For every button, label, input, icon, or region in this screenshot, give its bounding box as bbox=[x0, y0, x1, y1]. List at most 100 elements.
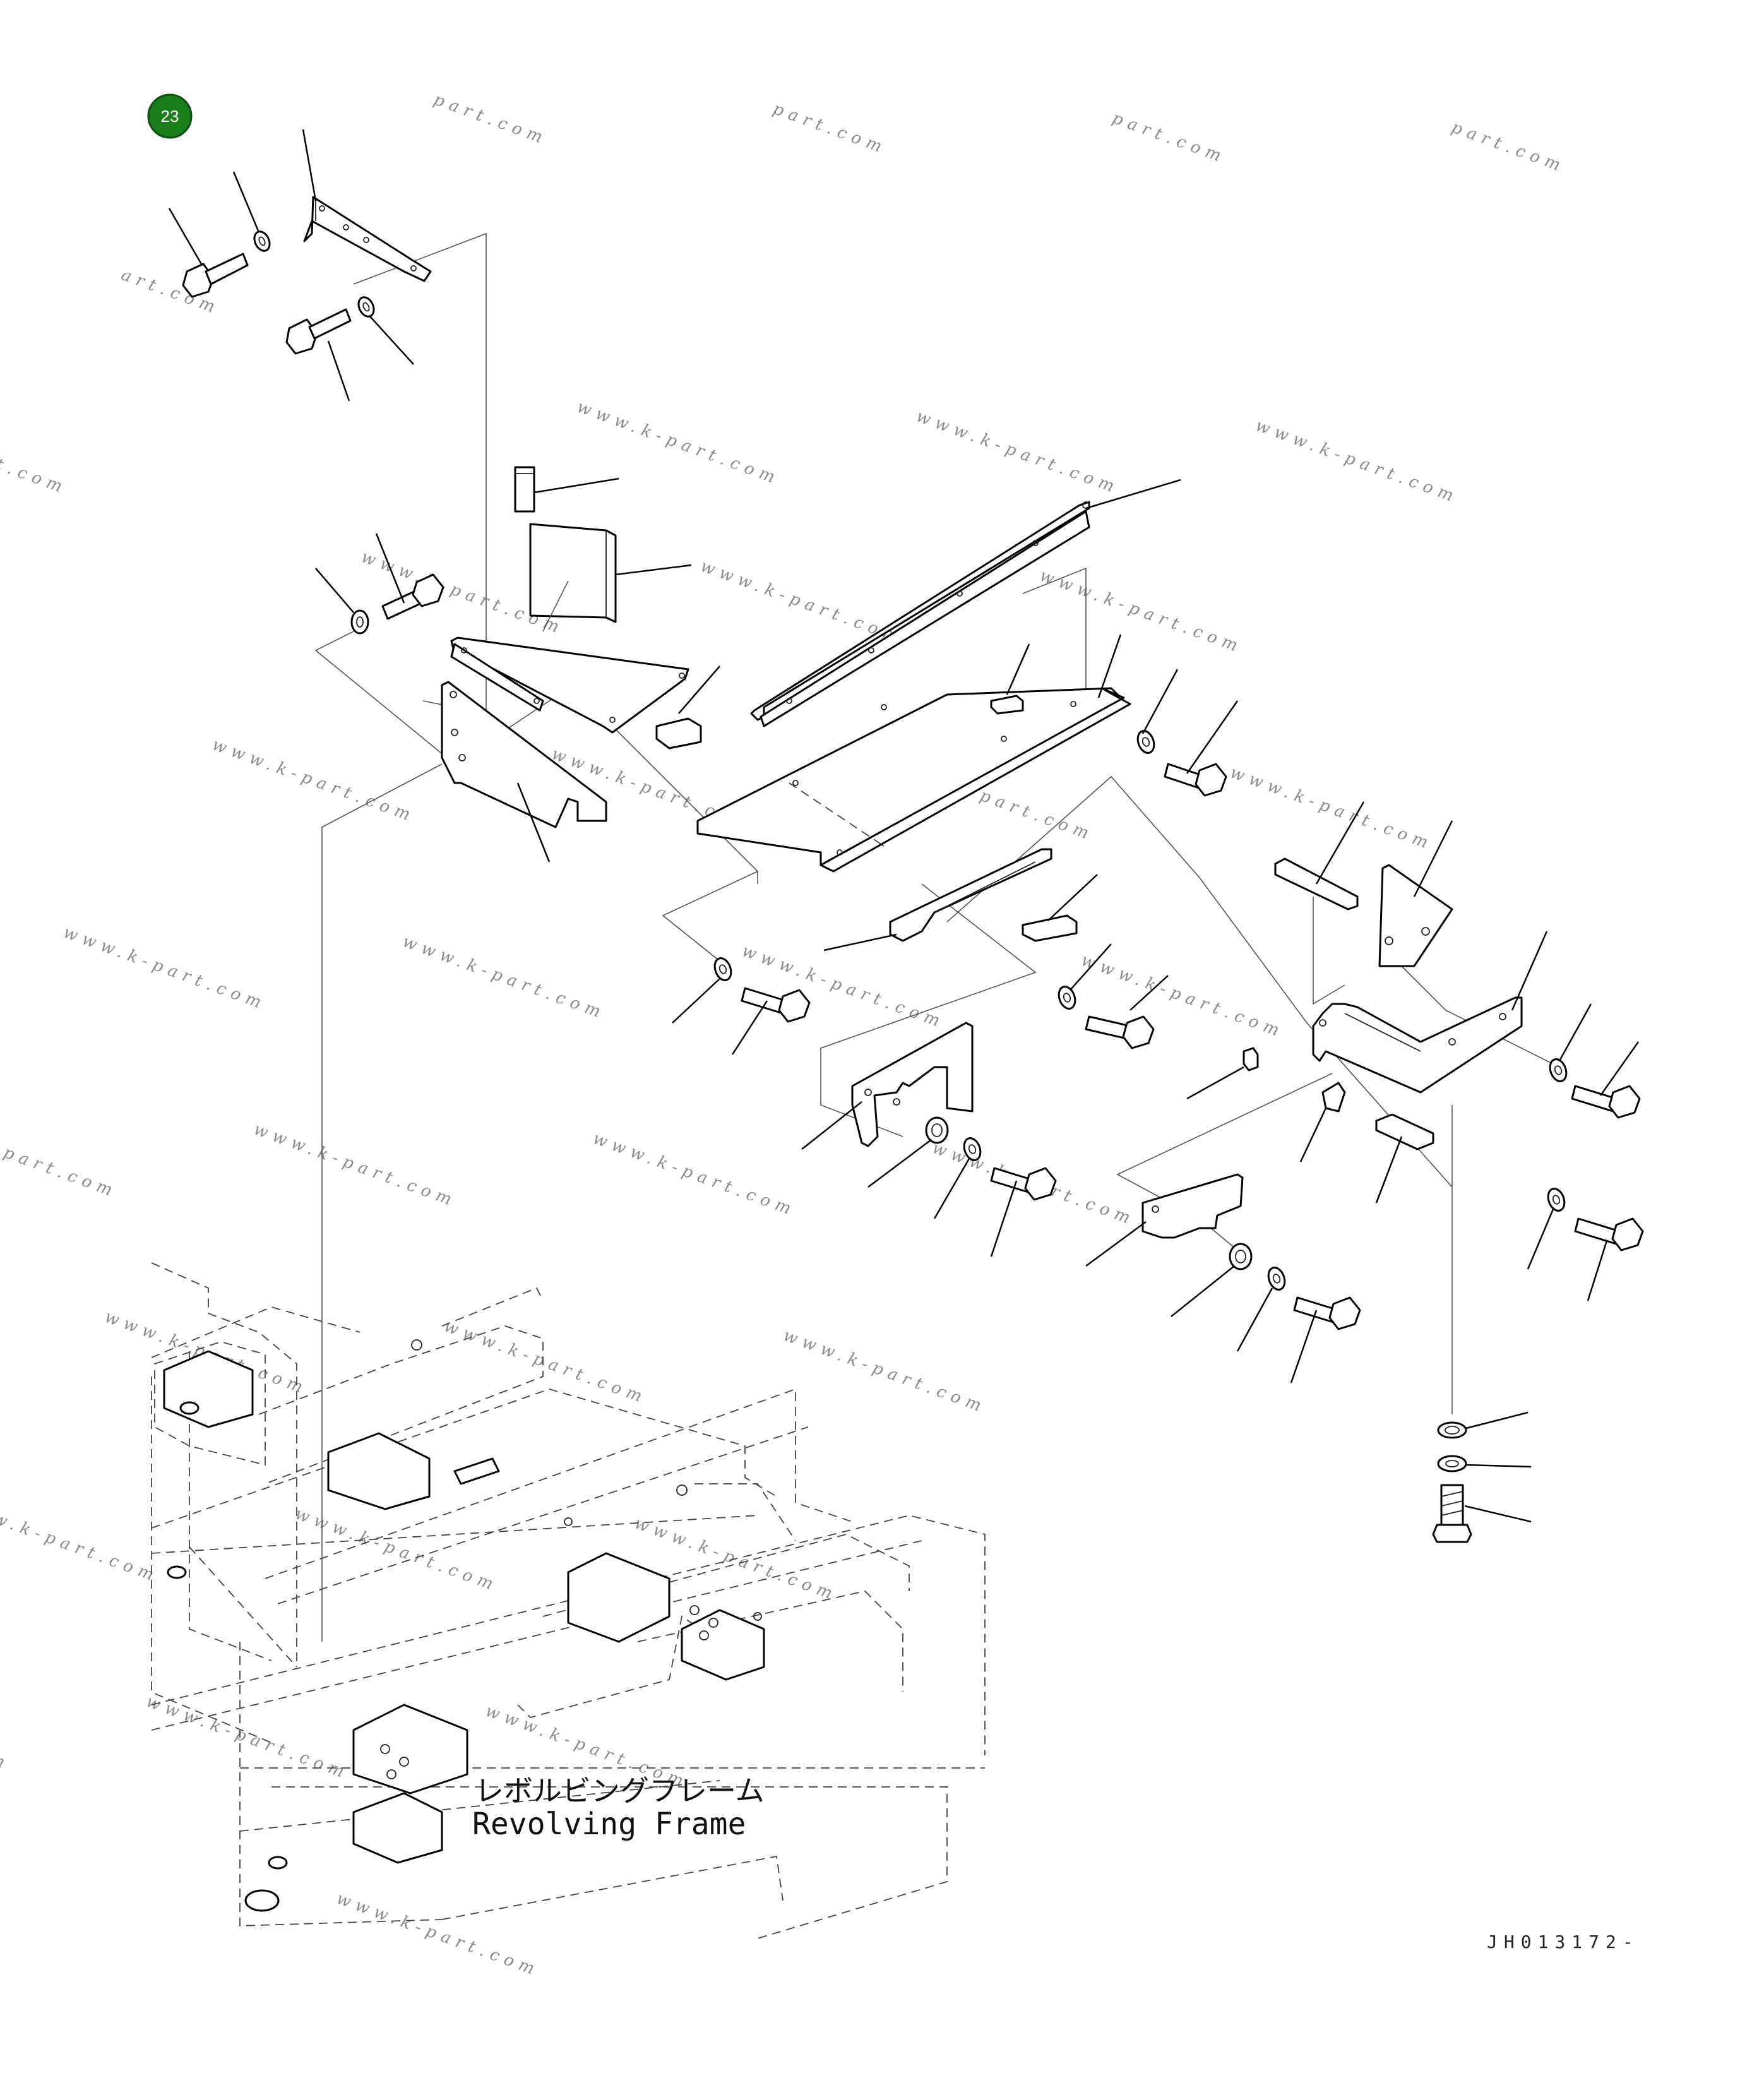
watermark: part.com bbox=[1110, 109, 1229, 167]
leader-line bbox=[1141, 669, 1179, 734]
leader-line bbox=[1186, 1066, 1244, 1100]
frame-label-japanese: レボルビングフレーム bbox=[475, 1774, 765, 1808]
leader-line bbox=[369, 315, 414, 365]
watermark: www.k-part.com bbox=[1037, 566, 1246, 657]
bolt-9[interactable] bbox=[1574, 1217, 1644, 1251]
washer-9[interactable] bbox=[1546, 1186, 1568, 1213]
leader-line bbox=[933, 1158, 970, 1219]
rubber-block-mid[interactable] bbox=[1022, 914, 1078, 942]
watermark-layer: part.com part.com part.com part.com www.… bbox=[0, 90, 1568, 1981]
leader-line bbox=[327, 340, 350, 402]
leader-line bbox=[823, 933, 897, 952]
cover-plate-lower-right[interactable] bbox=[1141, 1173, 1244, 1239]
watermark: www.k-part.com bbox=[0, 1495, 162, 1587]
callout-badge-circle bbox=[147, 93, 193, 139]
leader-line bbox=[1171, 1265, 1235, 1317]
watermark: www.k-part.com bbox=[251, 1120, 460, 1212]
leader-line bbox=[302, 129, 317, 201]
leader-line bbox=[168, 208, 203, 266]
angle-bracket-small[interactable] bbox=[1378, 864, 1453, 967]
bolt-1[interactable] bbox=[182, 253, 249, 298]
clip-small[interactable] bbox=[1243, 1047, 1259, 1072]
rubber-pad-large[interactable] bbox=[529, 523, 617, 623]
cross-bracket-right[interactable] bbox=[1312, 996, 1523, 1094]
watermark: part.com bbox=[1449, 118, 1568, 177]
wedge-right[interactable] bbox=[1321, 1082, 1346, 1113]
bolt-3[interactable] bbox=[381, 573, 444, 620]
leader-line bbox=[1599, 1041, 1640, 1096]
bolt-2[interactable] bbox=[285, 308, 352, 355]
assembly-guide-lines bbox=[314, 232, 1560, 1642]
leader-line bbox=[678, 666, 720, 714]
leader-line bbox=[1413, 820, 1453, 897]
watermark: www.k-part.com bbox=[334, 1889, 542, 1981]
leader-line bbox=[1236, 1287, 1273, 1352]
leader-line bbox=[1047, 874, 1098, 921]
bolt-8[interactable] bbox=[1571, 1085, 1641, 1119]
watermark: www.k-part.com bbox=[914, 407, 1122, 498]
leader-line bbox=[801, 1101, 862, 1150]
bolt-vertical[interactable] bbox=[1432, 1484, 1472, 1543]
leader-line bbox=[516, 782, 551, 863]
frame-label-english: Revolving Frame bbox=[472, 1806, 746, 1842]
spacer-2[interactable] bbox=[1229, 1243, 1253, 1270]
leader-line bbox=[1558, 1003, 1592, 1061]
washer-8[interactable] bbox=[1547, 1057, 1570, 1084]
washer-5[interactable] bbox=[712, 956, 734, 982]
bolt-5[interactable] bbox=[741, 987, 811, 1023]
rubber-pad-right[interactable] bbox=[1375, 1113, 1434, 1150]
cover-plate-lower[interactable] bbox=[851, 1022, 974, 1147]
watermark: www.k-part.com bbox=[400, 932, 609, 1024]
document-id: JH013172- bbox=[1487, 1932, 1640, 1952]
leader-line bbox=[1465, 1411, 1529, 1430]
washer-stack[interactable] bbox=[1437, 1455, 1467, 1472]
bolt-7[interactable] bbox=[990, 1167, 1057, 1201]
leader-line bbox=[1375, 1136, 1403, 1203]
support-bracket-mid[interactable] bbox=[889, 848, 1052, 942]
washer-4[interactable] bbox=[1135, 729, 1157, 755]
watermark: www.k-part.com bbox=[441, 1317, 650, 1408]
leader-line bbox=[1085, 1221, 1147, 1267]
watermark: www.k-part.com bbox=[210, 735, 418, 827]
washer-1[interactable] bbox=[251, 229, 272, 253]
leader-line bbox=[1129, 975, 1169, 1011]
rubber-block-on-plate[interactable] bbox=[990, 695, 1024, 715]
rubber-wedge[interactable] bbox=[655, 717, 702, 749]
leader-line bbox=[1587, 1240, 1608, 1301]
watermark: www.k-part.com bbox=[1227, 763, 1436, 854]
rubber-block-small[interactable] bbox=[514, 466, 535, 513]
watermark: www.k-part.com bbox=[61, 923, 269, 1015]
watermark: www.k-part.com bbox=[739, 941, 948, 1033]
leader-line bbox=[1315, 801, 1365, 885]
leader-line bbox=[232, 171, 260, 233]
leader-line bbox=[615, 564, 692, 576]
spacer-nut-stack[interactable] bbox=[1437, 1421, 1467, 1439]
bolt-10[interactable] bbox=[1293, 1296, 1361, 1330]
leader-line bbox=[1070, 943, 1112, 991]
watermark: art.com bbox=[0, 445, 70, 498]
leader-line bbox=[542, 580, 569, 632]
watermark: www.k-part.com bbox=[0, 1683, 13, 1774]
leader-line bbox=[1299, 1108, 1327, 1162]
cover-plate-left[interactable] bbox=[441, 681, 607, 828]
bolt-4[interactable] bbox=[1164, 763, 1227, 797]
washer-7[interactable] bbox=[962, 1136, 984, 1162]
bracket-plate-top[interactable] bbox=[303, 196, 432, 282]
leader-line bbox=[1006, 643, 1030, 695]
bracket-triangular[interactable] bbox=[450, 636, 689, 734]
washer-10[interactable] bbox=[1266, 1265, 1288, 1292]
leader-line bbox=[990, 1180, 1018, 1257]
callout-badge[interactable]: 23 bbox=[147, 93, 193, 139]
floor-plate-main[interactable] bbox=[696, 687, 1131, 873]
long-rail[interactable] bbox=[750, 501, 1090, 727]
watermark: www.k-part.com bbox=[292, 1505, 501, 1596]
leader-line bbox=[533, 477, 619, 494]
bolt-6[interactable] bbox=[1085, 1015, 1155, 1049]
spacer-1[interactable] bbox=[925, 1116, 949, 1144]
washer-6[interactable] bbox=[1056, 984, 1078, 1011]
washer-3[interactable] bbox=[350, 609, 369, 635]
washer-2[interactable] bbox=[355, 295, 376, 319]
leader-line bbox=[1464, 1505, 1532, 1523]
leader-line bbox=[1290, 1310, 1318, 1383]
